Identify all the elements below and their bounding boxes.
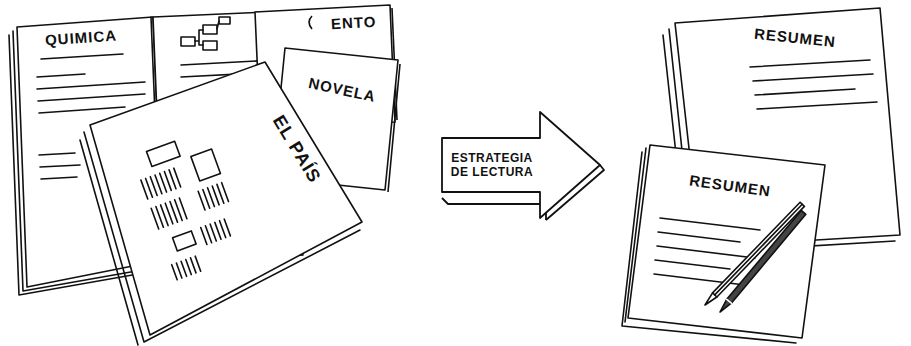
arrow-label: ESTRATEGIA DE LECTURA [446,151,538,179]
summary-sheet [620,140,835,343]
document-title: ENTO [331,13,377,33]
document-shape: RESUMEN [620,140,835,343]
document-shape: ESTRATEGIA DE LECTURA [440,110,605,222]
newspaper [60,60,380,345]
document-shape: EL PAÍS [60,60,380,345]
